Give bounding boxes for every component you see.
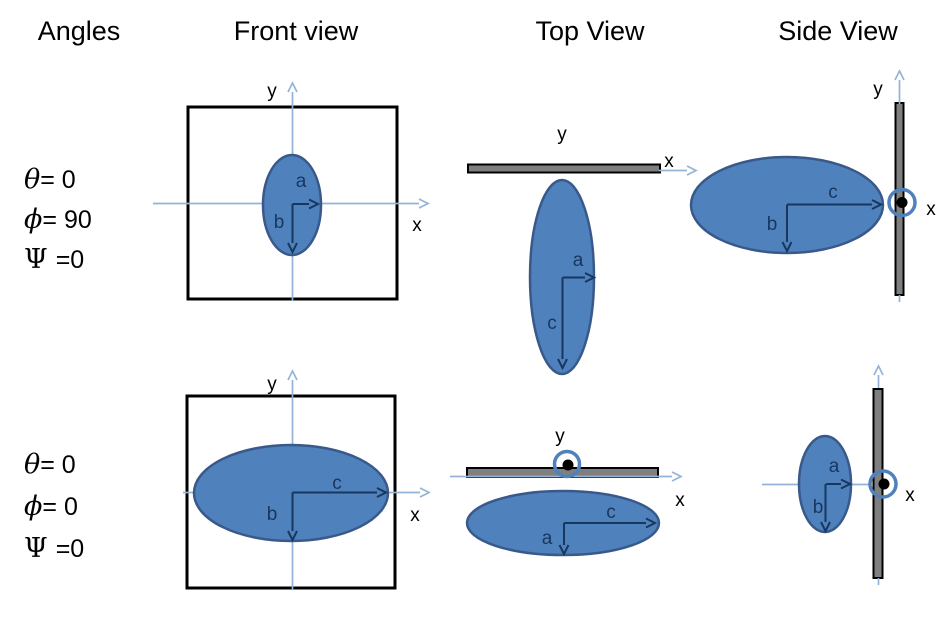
row1-phi-line: ϕ= 90 — [24, 204, 92, 235]
header-front-view: Front view — [234, 16, 359, 46]
psi-symbol: Ψ — [24, 533, 48, 564]
row1-front-view: y x a b — [153, 81, 430, 301]
v-dim-label: b — [767, 214, 778, 235]
v-dim-label: c — [547, 313, 557, 334]
psi-symbol: Ψ — [24, 244, 48, 275]
out-of-page-dot — [562, 459, 574, 471]
out-of-page-ring — [552, 449, 582, 479]
row1-top-view: y x a c — [467, 124, 698, 376]
phi-symbol: ϕ — [24, 204, 42, 235]
out-of-page-dot — [896, 197, 908, 208]
h-dim-label: a — [829, 456, 840, 477]
column-headers: Angles Front view Top View Side View — [38, 16, 899, 46]
x-axis-label: x — [412, 215, 422, 236]
v-dim-label: b — [267, 504, 278, 525]
h-dim-label: c — [828, 182, 838, 203]
theta-symbol: θ — [24, 164, 40, 195]
phi-value: = 90 — [42, 206, 91, 234]
v-dim-label: b — [274, 212, 285, 233]
y-axis-label: y — [555, 426, 565, 447]
header-side-view: Side View — [778, 16, 898, 46]
x-axis-label: x — [675, 490, 685, 511]
psi-value: =0 — [56, 246, 85, 274]
row2-top-view: y x c a — [450, 426, 685, 557]
theta-value: = 0 — [40, 166, 75, 194]
y-axis-label: y — [873, 79, 883, 100]
row2-front-view: y x c b — [183, 369, 431, 590]
header-angles: Angles — [38, 16, 121, 46]
phi-value: = 0 — [42, 493, 77, 521]
header-top-view: Top View — [535, 16, 645, 46]
row2-angle-values: θ= 0 ϕ= 0 Ψ=0 — [24, 449, 84, 564]
row1-theta-line: θ= 0 — [24, 164, 76, 195]
h-dim-label: a — [296, 171, 307, 192]
row1-side-view: y c b x — [689, 69, 936, 302]
out-of-page-ring — [868, 469, 898, 499]
row1-angle-values: θ= 0 ϕ= 90 Ψ =0 — [24, 164, 92, 275]
y-axis-label: y — [267, 374, 277, 395]
x-axis-label: x — [664, 151, 674, 172]
v-dim-label: b — [813, 497, 824, 518]
row2-psi-line: Ψ =0 — [24, 533, 84, 564]
h-dim-label: a — [573, 250, 584, 271]
y-axis-label: y — [267, 81, 277, 102]
h-dim-label: c — [332, 473, 342, 494]
h-dim-label: c — [606, 502, 616, 523]
row1-psi-line: Ψ =0 — [24, 244, 84, 275]
row2-phi-line: ϕ= 0 — [24, 491, 78, 522]
v-dim-label: a — [542, 528, 553, 549]
phi-symbol: ϕ — [24, 491, 42, 522]
x-axis-label: x — [926, 199, 936, 220]
out-of-page-dot — [878, 478, 890, 490]
out-of-page-ring — [887, 187, 917, 218]
theta-symbol: θ — [24, 449, 40, 480]
row2-theta-line: θ= 0 — [24, 449, 76, 480]
y-axis-label: y — [557, 124, 567, 145]
projection-screen-bar — [467, 163, 661, 174]
x-axis-label: x — [410, 505, 420, 526]
row2-side-view: a b x — [762, 364, 915, 585]
psi-value: =0 — [56, 535, 85, 563]
theta-value: = 0 — [40, 451, 75, 479]
x-axis-label: x — [905, 485, 915, 506]
